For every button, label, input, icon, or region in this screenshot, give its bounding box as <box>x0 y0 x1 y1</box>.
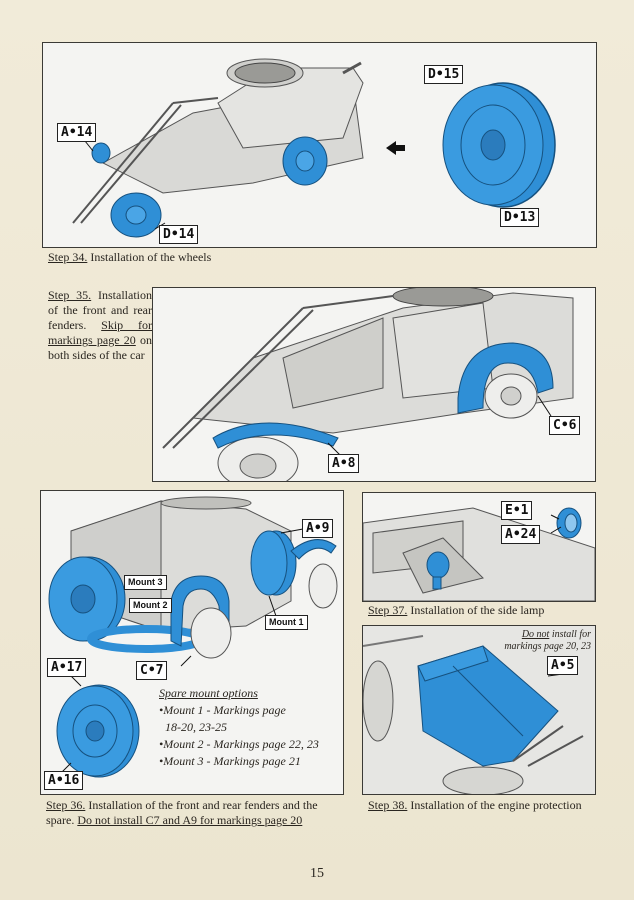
label-mount2: Mount 2 <box>129 598 172 613</box>
step35-number: Step 35. <box>48 288 92 302</box>
label-a16: A•16 <box>44 771 84 790</box>
step36-caption: Step 36. Installation of the front and r… <box>46 798 342 828</box>
step37-caption: Step 37. Installation of the side lamp <box>368 603 544 618</box>
spare-options-title: Spare mount options <box>159 686 258 700</box>
step36-text1: Installation of the front and rear fende… <box>88 798 318 812</box>
note-rest: install for <box>551 629 591 640</box>
step38-caption: Step 38. Installation of the engine prot… <box>368 798 582 813</box>
step36-drawing <box>48 496 338 778</box>
step38-illustration: Do not install for markings page 20, 23 … <box>362 625 596 795</box>
step35-text1: Installation of the front and rear fende… <box>48 288 152 332</box>
step35-caption: Step 35. Installation of the front and r… <box>48 288 152 363</box>
option-mount1-line1: •Mount 1 - Markings page <box>159 703 286 717</box>
step35-drawing <box>162 288 574 481</box>
step35-illustration: A•8 C•6 <box>152 287 596 482</box>
label-d15: D•15 <box>424 65 464 84</box>
step38-drawing <box>363 626 595 794</box>
step37-illustration: E•1 A•24 <box>362 492 596 602</box>
step37-drawing <box>363 507 595 601</box>
step38-text: Installation of the engine protection <box>410 798 582 812</box>
label-c7: C•7 <box>136 661 168 680</box>
label-a8: A•8 <box>328 454 360 473</box>
step36-skip-note: Do not install C7 and A9 for markings pa… <box>77 813 303 827</box>
page-number: 15 <box>310 866 324 881</box>
label-d13: D•13 <box>500 208 540 227</box>
label-a5: A•5 <box>547 656 579 675</box>
label-a9: A•9 <box>302 519 334 538</box>
step34-caption: Step 34. Installation of the wheels <box>48 250 211 265</box>
step36-text2: spare. <box>46 813 75 827</box>
step37-number: Step 37. <box>368 603 408 617</box>
step38-note: Do not install for markings page 20, 23 <box>483 629 591 653</box>
label-a17: A•17 <box>47 658 87 677</box>
option-mount1-line2: 18-20, 23-25 <box>165 720 227 734</box>
step36-illustration: A•9 Mount 3 Mount 2 Mount 1 A•17 C•7 A•1… <box>40 490 344 795</box>
note-line2: markings page 20, 23 <box>504 641 591 652</box>
step35-text2: on both sides of the car <box>48 333 153 362</box>
label-a14: A•14 <box>57 123 97 142</box>
note-do-not: Do not <box>521 629 550 640</box>
step34-number: Step 34. <box>48 250 88 264</box>
step34-text: Installation of the wheels <box>90 250 212 264</box>
option-mount3: •Mount 3 - Markings page 21 <box>159 754 301 768</box>
label-c6: C•6 <box>549 416 581 435</box>
step36-number: Step 36. <box>46 798 86 812</box>
label-mount1: Mount 1 <box>265 615 308 630</box>
spare-mount-options: Spare mount options •Mount 1 - Markings … <box>159 685 339 770</box>
step37-text: Installation of the side lamp <box>410 603 545 617</box>
label-e1: E•1 <box>501 501 533 520</box>
label-mount3: Mount 3 <box>124 575 167 590</box>
label-a24: A•24 <box>501 525 541 544</box>
option-mount2: •Mount 2 - Markings page 22, 23 <box>159 737 319 751</box>
label-d14: D•14 <box>159 225 199 244</box>
step38-number: Step 38. <box>368 798 408 812</box>
step35-skip-note: Skip for markings page 20 <box>48 318 153 347</box>
step34-drawing <box>72 58 556 238</box>
step34-illustration: A•14 D•15 D•14 D•13 <box>42 42 597 248</box>
